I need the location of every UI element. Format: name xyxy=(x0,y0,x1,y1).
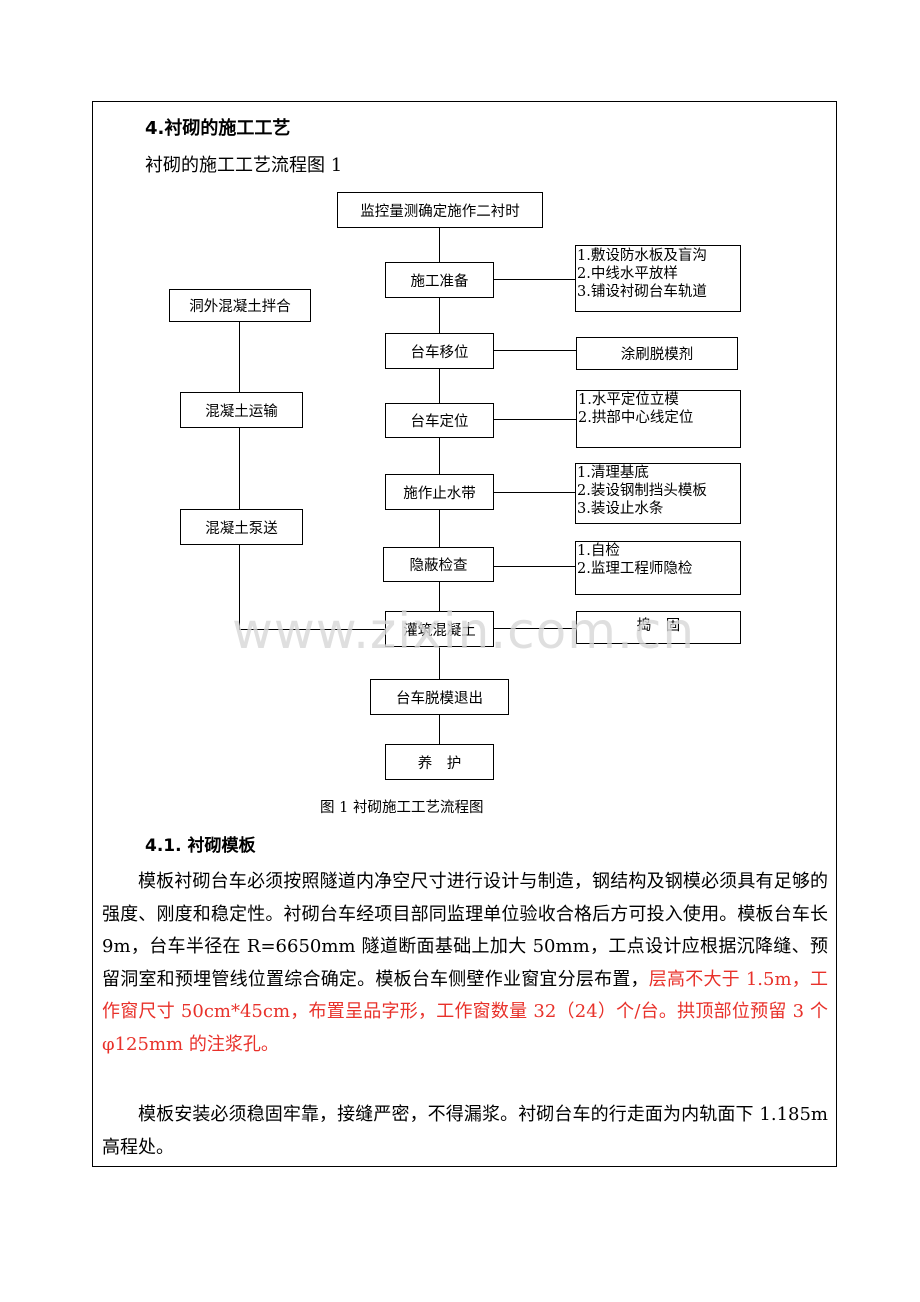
flow-side-waterstop: 1.清理基底 2.装设钢制挡头模板 3.装设止水条 xyxy=(575,463,741,524)
connector-left-vertical xyxy=(239,321,240,630)
flow-side-prep-item: 1.敷设防水板及盲沟 xyxy=(577,248,707,264)
flow-side-inspect-item: 2.监理工程师隐检 xyxy=(577,561,693,577)
connector-pour-side xyxy=(494,628,576,629)
flow-box-pump: 混凝土泵送 xyxy=(180,509,303,545)
flow-side-waterstop-item: 2.装设钢制挡头模板 xyxy=(577,483,707,499)
paragraph-formwork-text: 模板衬砌台车必须按照隧道内净空尺寸进行设计与制造，钢结构及钢模必须具有足够的强度… xyxy=(102,871,828,990)
flow-side-position-item: 2.拱部中心线定位 xyxy=(578,410,694,426)
connector-position-side xyxy=(494,419,578,420)
paragraph-installation-text: 模板安装必须稳固牢靠，接缝严密，不得漏浆。衬砌台车的行走面为内轨面下 1.185… xyxy=(102,1104,828,1158)
section-heading: 4.衬砌的施工工艺 xyxy=(145,118,291,139)
paragraph-installation: 模板安装必须稳固牢靠，接缝严密，不得漏浆。衬砌台车的行走面为内轨面下 1.185… xyxy=(102,1099,828,1164)
flow-box-demold: 台车脱模退出 xyxy=(370,679,509,715)
flow-side-move: 涂刷脱模剂 xyxy=(576,337,738,370)
flow-box-prep: 施工准备 xyxy=(385,262,494,298)
document-frame xyxy=(92,101,837,1167)
flowchart-caption: 图 1 衬砌施工工艺流程图 xyxy=(320,800,484,816)
flow-box-transport: 混凝土运输 xyxy=(180,392,303,428)
flow-side-waterstop-item: 1.清理基底 xyxy=(577,465,649,481)
flow-box-waterstop: 施作止水带 xyxy=(385,474,494,510)
flow-side-prep-item: 3.铺设衬砌台车轨道 xyxy=(577,284,707,300)
connector-waterstop-side xyxy=(494,492,576,493)
flow-box-top: 监控量测确定施作二衬时 xyxy=(337,192,543,228)
connector-inspect-side xyxy=(494,566,576,567)
watermark: www.zixin.com.cn xyxy=(232,602,696,660)
subsection-heading: 4.1. 衬砌模板 xyxy=(145,836,256,856)
flow-box-mixing: 洞外混凝土拌合 xyxy=(169,289,311,322)
flow-side-waterstop-item: 3.装设止水条 xyxy=(577,501,664,517)
paragraph-formwork: 模板衬砌台车必须按照隧道内净空尺寸进行设计与制造，钢结构及钢模必须具有足够的强度… xyxy=(102,866,828,1061)
connector-prep-side xyxy=(494,279,576,280)
connector-move-side xyxy=(494,350,576,351)
flow-box-inspect: 隐蔽检查 xyxy=(383,547,494,582)
flow-side-position: 1.水平定位立模 2.拱部中心线定位 xyxy=(576,390,741,448)
flow-box-pour: 灌筑混凝土 xyxy=(385,611,494,647)
connector-left-to-pour xyxy=(239,629,385,630)
flow-side-pour: 捣 固 xyxy=(576,611,741,644)
paragraph-formwork-highlight: 层高不大于 1.5m，工作窗尺寸 50cm*45cm，布置呈品字形，工作窗数量 … xyxy=(102,968,829,1055)
flow-box-cure: 养 护 xyxy=(385,744,494,780)
flow-side-inspect-item: 1.自检 xyxy=(577,543,620,559)
flow-side-prep-item: 2.中线水平放样 xyxy=(577,266,678,282)
flow-box-position: 台车定位 xyxy=(385,403,494,438)
flowchart-subtitle: 衬砌的施工工艺流程图 1 xyxy=(145,155,343,176)
flow-side-inspect: 1.自检 2.监理工程师隐检 xyxy=(575,541,741,595)
flow-box-move: 台车移位 xyxy=(385,333,494,369)
flow-side-prep: 1.敷设防水板及盲沟 2.中线水平放样 3.铺设衬砌台车轨道 xyxy=(575,245,741,312)
flow-side-position-item: 1.水平定位立模 xyxy=(578,392,679,408)
